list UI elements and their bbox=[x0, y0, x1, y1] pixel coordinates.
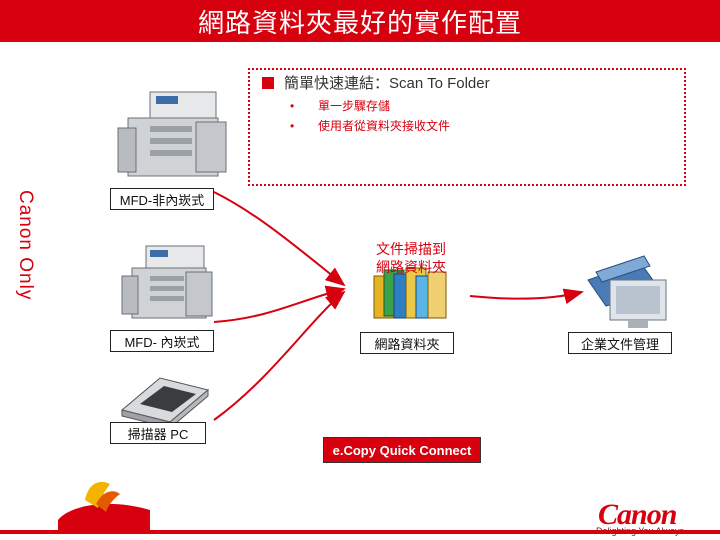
ecopy-badge: e.Copy Quick Connect bbox=[323, 437, 481, 463]
scan-to-folder-label: 文件掃描到 網路資料夾 bbox=[376, 241, 446, 275]
mfd-non-embedded-icon bbox=[117, 91, 227, 177]
bullet-square-icon bbox=[262, 76, 274, 89]
network-folder-icon bbox=[373, 267, 447, 319]
mfd-embedded-icon bbox=[121, 245, 213, 319]
bullet-text: 單一步驟存儲 bbox=[318, 99, 391, 113]
bullet-dot-icon: • bbox=[290, 119, 295, 133]
feature-heading: 簡單快速連結：Scan To Folder bbox=[262, 72, 490, 93]
scanner-icon bbox=[120, 377, 210, 430]
title-bar: 網路資料夾最好的實作配置 bbox=[0, 0, 720, 42]
mfd-embedded-label: MFD- 內崁式 bbox=[110, 330, 214, 352]
bottom-accent-line bbox=[0, 530, 720, 534]
bullet-item: • 使用者從資料夾接收文件 bbox=[290, 116, 450, 136]
bullet-item: • 單一步驟存儲 bbox=[290, 96, 450, 116]
arrow-from-scanner bbox=[213, 290, 346, 421]
bullet-dot-icon: • bbox=[290, 99, 295, 113]
canon-logo: Canon bbox=[598, 498, 677, 531]
arrow-to-enterprise bbox=[469, 288, 584, 305]
feature-heading-text: 簡單快速連結：Scan To Folder bbox=[284, 75, 490, 92]
enterprise-server-icon bbox=[587, 255, 667, 328]
enterprise-docs-label: 企業文件管理 bbox=[568, 332, 672, 354]
bullet-text: 使用者從資料夾接收文件 bbox=[318, 119, 451, 133]
mfd-non-embedded-label: MFD-非內崁式 bbox=[110, 188, 214, 210]
feature-box bbox=[248, 68, 686, 186]
feature-bullets: • 單一步驟存儲 • 使用者從資料夾接收文件 bbox=[290, 96, 450, 136]
arrow-from-mfd-non-embedded bbox=[213, 191, 346, 287]
challenge-passion-logo bbox=[58, 481, 150, 530]
network-folder-label: 網路資料夾 bbox=[360, 332, 454, 354]
page-title: 網路資料夾最好的實作配置 bbox=[197, 7, 522, 38]
scanner-label: 掃描器 PC bbox=[110, 422, 206, 444]
arrow-from-mfd-embedded bbox=[213, 285, 346, 323]
